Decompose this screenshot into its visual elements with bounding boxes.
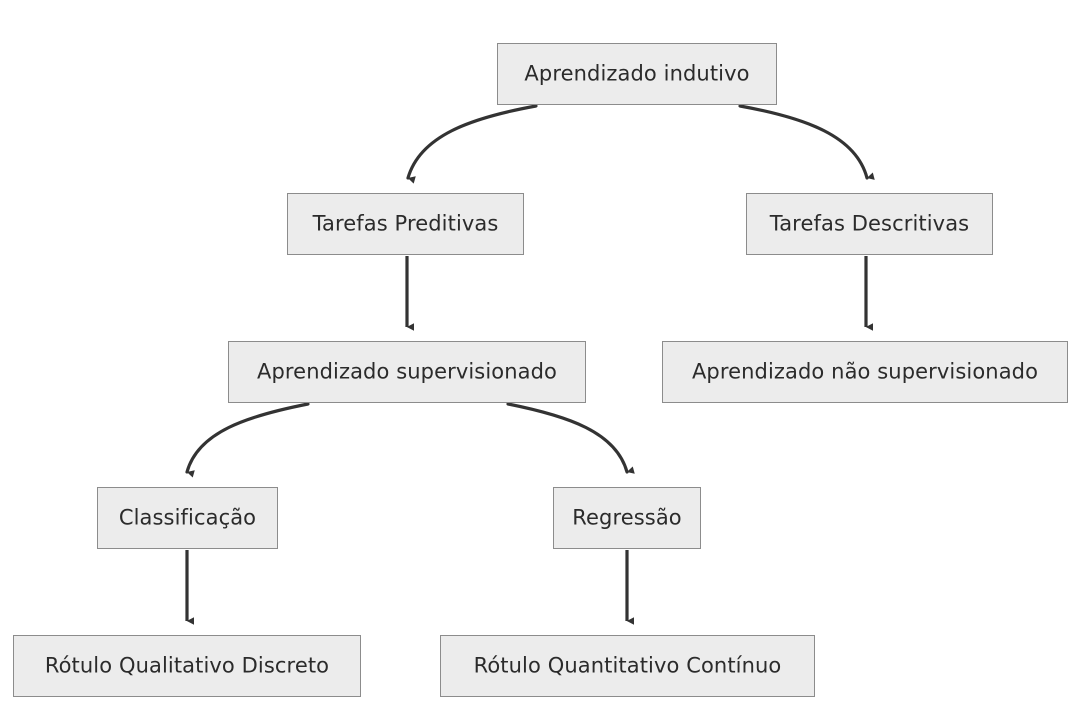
node-aprendizado-indutivo[interactable]: Aprendizado indutivo [497,43,777,105]
node-label: Aprendizado não supervisionado [691,359,1039,383]
edge-indutivo-to-descritivas [738,104,875,180]
node-label: Aprendizado indutivo [524,61,750,85]
node-label: Rótulo Quantitativo Contínuo [473,653,782,677]
node-label: Regressão [572,505,682,529]
node-tarefas-descritivas[interactable]: Tarefas Descritivas [746,193,993,255]
node-tarefas-preditivas[interactable]: Tarefas Preditivas [287,193,524,255]
node-label: Rótulo Qualitativo Discreto [44,653,330,677]
node-aprendizado-nao-supervisionado[interactable]: Aprendizado não supervisionado [662,341,1068,403]
node-label: Aprendizado supervisionado [257,359,557,383]
edge-supervisionado-to-classificacao [185,402,310,478]
node-aprendizado-supervisionado[interactable]: Aprendizado supervisionado [228,341,586,403]
edge-supervisionado-to-regressao [506,402,635,474]
node-regressao[interactable]: Regressão [553,487,701,549]
node-label: Tarefas Preditivas [312,211,499,235]
node-rotulo-quantitativo-continuo[interactable]: Rótulo Quantitativo Contínuo [440,635,815,697]
node-rotulo-qualitativo-discreto[interactable]: Rótulo Qualitativo Discreto [13,635,361,697]
node-label: Classificação [118,505,257,529]
node-classificacao[interactable]: Classificação [97,487,278,549]
edge-indutivo-to-preditivas [406,104,538,184]
node-label: Tarefas Descritivas [769,211,970,235]
